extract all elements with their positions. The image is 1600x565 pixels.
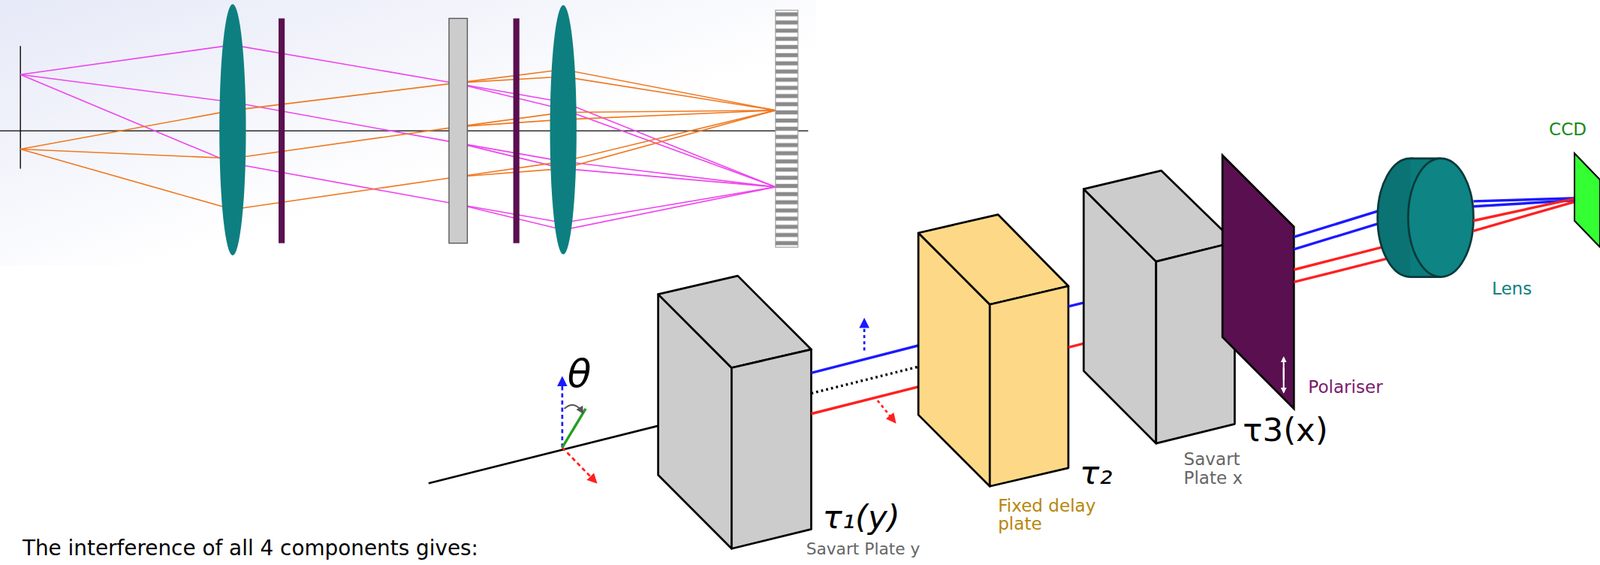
delay-symbol: τ₂ (1079, 455, 1113, 491)
note-text: The interference of all 4 components giv… (22, 536, 479, 559)
part-name: Lens (1491, 279, 1532, 298)
ray-inset (0, 0, 817, 266)
part-name: Polariser (1307, 377, 1383, 396)
polariser (1222, 155, 1294, 409)
savart-plate-symbol (448, 18, 468, 243)
object-plane (20, 45, 22, 169)
polarisation-arrow (562, 447, 597, 483)
angle-arrow (564, 404, 583, 413)
lens-symbol (550, 5, 577, 255)
lens-symbol (219, 3, 246, 256)
part-name: Fixed delay plate (997, 496, 1121, 534)
fixed-delay-plate (918, 214, 1069, 487)
delay-symbol: τ₁(y) (822, 500, 900, 535)
polariser-symbol (278, 18, 285, 243)
polarisation-arrow (877, 400, 895, 422)
polarisation-arrow (863, 319, 866, 351)
polarisation-arrow (560, 377, 564, 447)
polariser-axis (1283, 367, 1285, 393)
polariser-symbol (513, 18, 520, 243)
inset-background (0, 0, 817, 266)
savart-plate-x (1083, 170, 1235, 443)
part-name: CCD (1548, 120, 1587, 139)
ccd-sensor (1574, 153, 1600, 248)
part-name: Savart Plate y (806, 540, 921, 558)
angle-symbol: θ (567, 352, 592, 394)
fringe-pattern (775, 10, 799, 248)
polarisation-vector (562, 408, 586, 448)
beam-red (1293, 255, 1400, 282)
beam-red (1473, 201, 1576, 231)
part-name: Savart Plate x (1184, 449, 1266, 487)
orange-rays (20, 69, 776, 209)
input-beam (428, 416, 694, 483)
magenta-rays (20, 45, 776, 230)
savart-plate-y (658, 275, 812, 549)
delay-symbol: τ3(x) (1242, 412, 1328, 448)
lens (1377, 158, 1474, 278)
